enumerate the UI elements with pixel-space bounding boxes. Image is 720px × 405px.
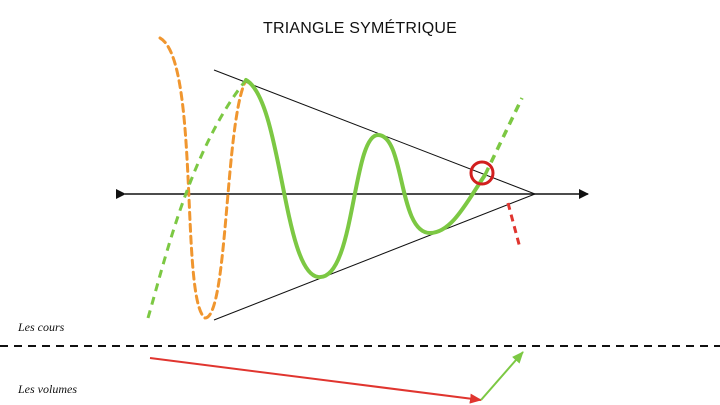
failed-path-red-dashed	[506, 202, 522, 249]
volume-rise-arrow	[480, 351, 524, 401]
diagram-title: TRIANGLE SYMÉTRIQUE	[262, 20, 458, 37]
triangle-upper-line	[213, 69, 536, 195]
label-les-cours: Les cours	[18, 320, 65, 334]
volume-decline-arrow	[149, 357, 482, 404]
breakout-marker-circle	[469, 160, 495, 186]
lead-in-green-dashed	[146, 79, 248, 319]
breakout-green-dashed	[483, 97, 524, 176]
prior-trend-orange-dashed	[158, 36, 248, 320]
price-oscillation-green	[244, 78, 487, 279]
label-les-volumes: Les volumes	[18, 382, 77, 396]
triangle-lower-line	[213, 193, 536, 321]
